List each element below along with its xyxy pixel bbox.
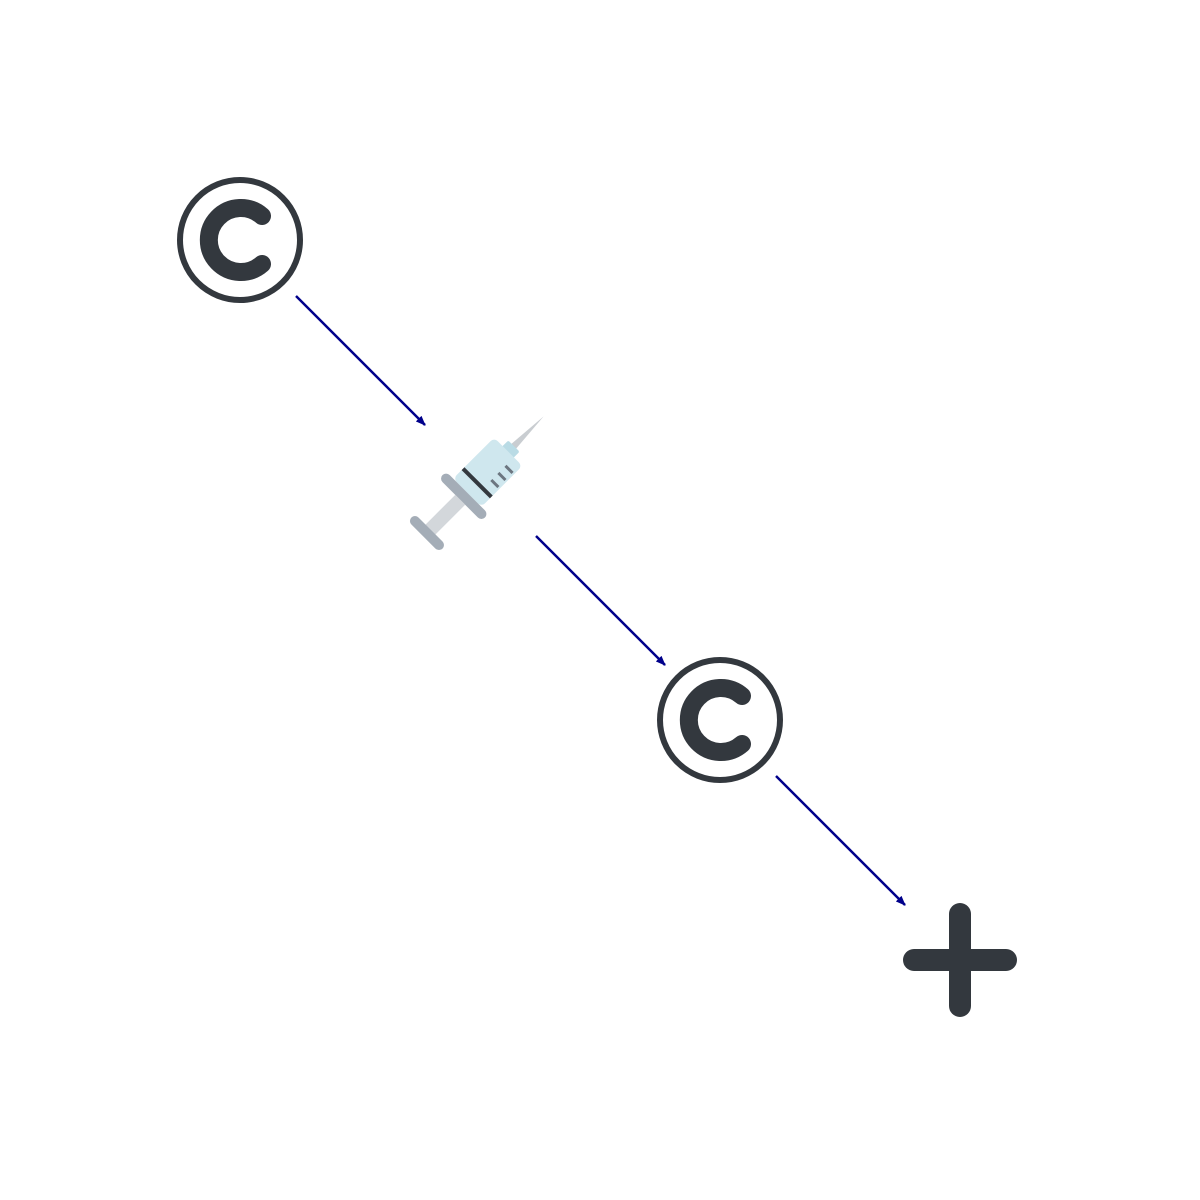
edges	[295, 295, 906, 906]
copyright-icon	[657, 657, 783, 783]
arrow-copyright-to-syringe	[295, 295, 426, 426]
syringe-icon	[409, 416, 544, 551]
arrow-copyright-to-plus	[775, 775, 906, 906]
arrow-syringe-to-copyright	[535, 535, 666, 666]
copyright-icon	[177, 177, 303, 303]
plus-icon	[903, 903, 1017, 1017]
